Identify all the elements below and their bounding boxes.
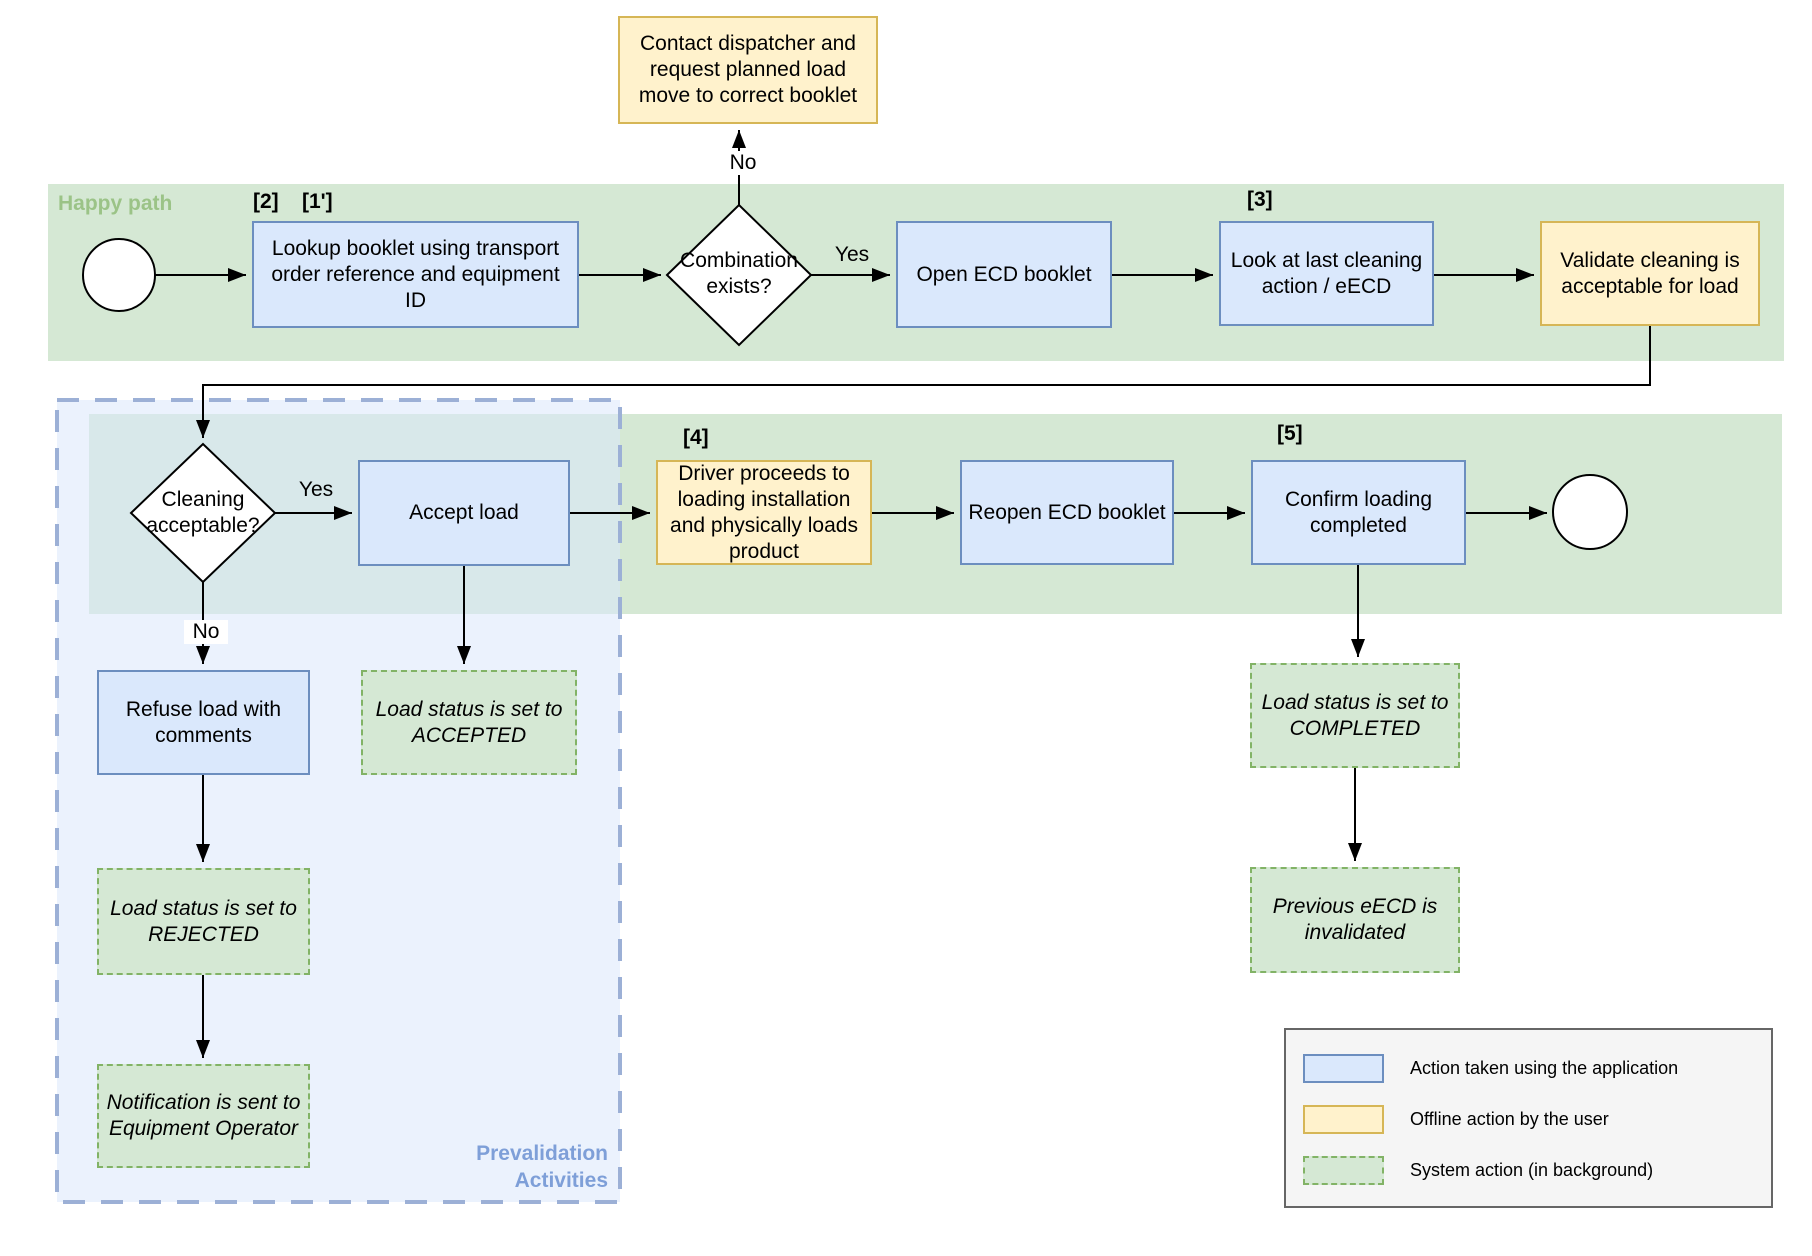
node-previous-eecd-invalidated: Previous eECD is invalidated bbox=[1250, 867, 1460, 973]
legend-item-system-action-label: System action (in background) bbox=[1410, 1160, 1654, 1180]
node-confirm-loading: Confirm loading completed bbox=[1251, 460, 1466, 565]
node-confirm-loading-label: Confirm loading completed bbox=[1284, 487, 1433, 537]
decision-cleaning-acceptable: Cleaning acceptable? bbox=[146, 488, 260, 537]
node-status-accepted: Load status is set to ACCEPTED bbox=[361, 670, 577, 775]
legend-item-app-action: Action taken using the application bbox=[1303, 1054, 1771, 1083]
step-label-4: [4] bbox=[683, 426, 709, 449]
system-action-swatch bbox=[1303, 1156, 1384, 1185]
node-driver-proceeds: Driver proceeds to loading installation … bbox=[656, 460, 872, 565]
app-action-swatch bbox=[1303, 1054, 1384, 1083]
node-validate-cleaning-label: Validate cleaning is acceptable for load bbox=[1560, 248, 1740, 298]
legend: Action taken using the application Offli… bbox=[1284, 1028, 1773, 1208]
decision-combination-exists-shape bbox=[665, 203, 813, 347]
step-label-1-prime: [1'] bbox=[302, 190, 333, 213]
legend-item-offline-action-label: Offline action by the user bbox=[1410, 1109, 1609, 1129]
node-validate-cleaning: Validate cleaning is acceptable for load bbox=[1540, 221, 1760, 326]
node-open-ecd-booklet: Open ECD booklet bbox=[896, 221, 1112, 328]
legend-item-app-action-label: Action taken using the application bbox=[1410, 1058, 1679, 1078]
node-contact-dispatcher-label: Contact dispatcher and request planned l… bbox=[638, 32, 858, 107]
node-lookup-booklet: Lookup booklet using transport order ref… bbox=[252, 221, 579, 328]
edge-label-yes-cleaning: Yes bbox=[298, 478, 334, 501]
edge-label-yes-combination: Yes bbox=[834, 243, 870, 266]
end-circle bbox=[1552, 474, 1628, 550]
prevalidation-label-line2: Activities bbox=[514, 1169, 608, 1192]
node-status-completed-label: Load status is set to COMPLETED bbox=[1261, 690, 1449, 740]
node-driver-proceeds-label: Driver proceeds to loading installation … bbox=[670, 461, 858, 563]
node-status-rejected-label: Load status is set to REJECTED bbox=[110, 896, 297, 946]
node-look-last-cleaning: Look at last cleaning action / eECD bbox=[1219, 221, 1434, 326]
node-notification-sent: Notification is sent to Equipment Operat… bbox=[97, 1064, 310, 1168]
node-notification-sent-label: Notification is sent to Equipment Operat… bbox=[106, 1091, 301, 1140]
decision-cleaning-acceptable-shape bbox=[129, 442, 277, 584]
node-refuse-load-label: Refuse load with comments bbox=[125, 697, 282, 747]
node-accept-load: Accept load bbox=[358, 460, 570, 566]
node-refuse-load: Refuse load with comments bbox=[97, 670, 310, 775]
step-label-3: [3] bbox=[1247, 188, 1273, 211]
node-reopen-ecd-booklet-label: Reopen ECD booklet bbox=[968, 500, 1166, 524]
node-reopen-ecd-booklet: Reopen ECD booklet bbox=[960, 460, 1174, 565]
start-circle bbox=[82, 238, 156, 312]
node-status-accepted-label: Load status is set to ACCEPTED bbox=[375, 697, 563, 747]
offline-action-swatch bbox=[1303, 1105, 1384, 1134]
node-accept-load-label: Accept load bbox=[409, 501, 519, 524]
node-previous-eecd-invalidated-label: Previous eECD is invalidated bbox=[1272, 895, 1438, 944]
node-status-rejected: Load status is set to REJECTED bbox=[97, 868, 310, 975]
prevalidation-label-line1: Prevalidation bbox=[476, 1142, 608, 1165]
edge-label-no-combination: No bbox=[721, 151, 765, 175]
node-look-last-cleaning-label: Look at last cleaning action / eECD bbox=[1230, 248, 1423, 298]
node-lookup-booklet-label: Lookup booklet using transport order ref… bbox=[271, 236, 560, 312]
edge-label-no-cleaning: No bbox=[184, 620, 228, 644]
decision-combination-exists: Combination exists? bbox=[680, 249, 798, 298]
happy-path-label: Happy path bbox=[58, 192, 173, 215]
legend-item-offline-action: Offline action by the user bbox=[1303, 1105, 1771, 1134]
node-status-completed: Load status is set to COMPLETED bbox=[1250, 663, 1460, 768]
node-contact-dispatcher: Contact dispatcher and request planned l… bbox=[618, 16, 878, 124]
node-open-ecd-booklet-label: Open ECD booklet bbox=[916, 262, 1092, 286]
legend-item-system-action: System action (in background) bbox=[1303, 1156, 1771, 1185]
prevalidation-label: Prevalidation Activities bbox=[390, 1140, 608, 1194]
step-label-2: [2] bbox=[253, 190, 279, 213]
step-label-5: [5] bbox=[1277, 422, 1303, 445]
